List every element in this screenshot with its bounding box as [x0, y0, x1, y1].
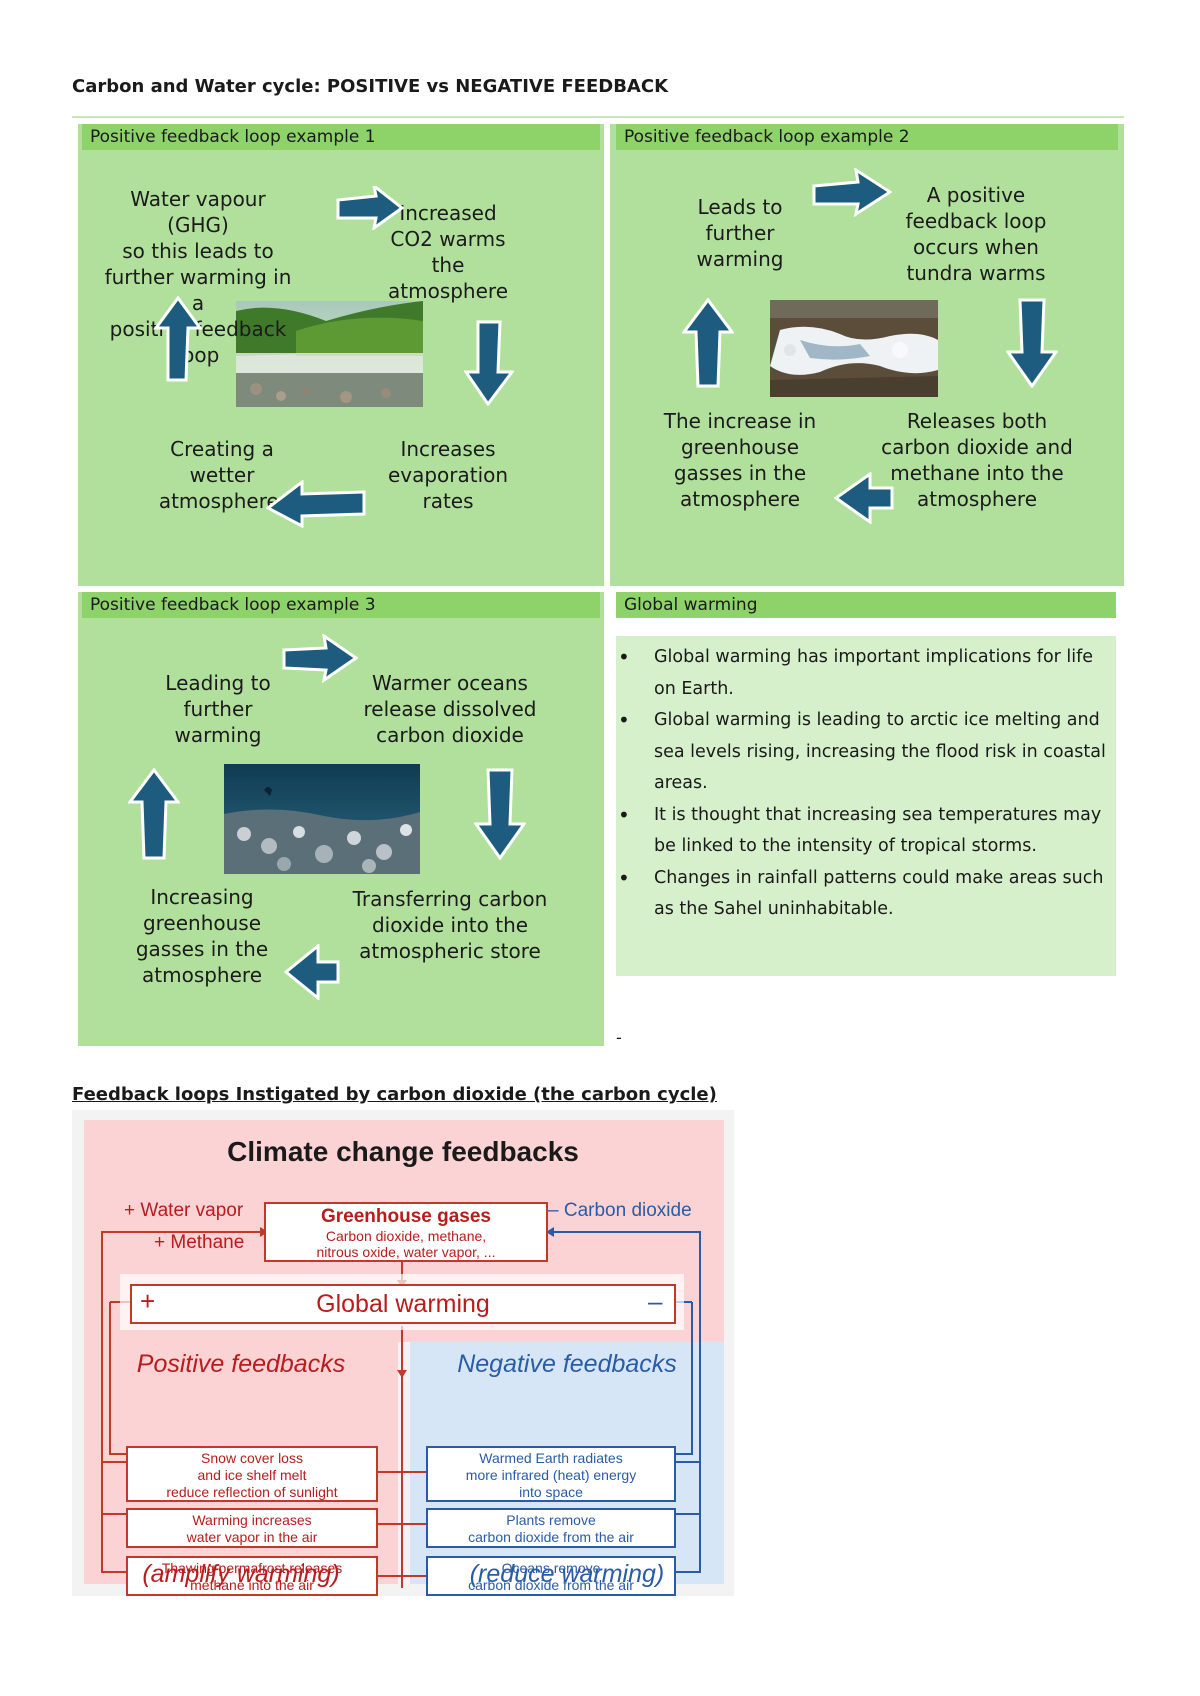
ex2-arrow-up-icon: [682, 298, 734, 388]
global-warming-box: Global warming: [130, 1284, 676, 1324]
neg-feedback-oceans: Oceans remove carbon dioxide from the ai…: [426, 1556, 676, 1596]
panel-global-warming: Global warming Global warming has import…: [616, 592, 1116, 988]
plus-water-vapor-label: + Water vapor: [124, 1200, 244, 1221]
global-warming-heading: Global warming: [616, 592, 1116, 618]
ex1-arrow-right-icon: [336, 186, 405, 230]
reduce-warming-footer: (reduce warming): [469, 1560, 665, 1588]
ex1-arrow-down-icon: [464, 320, 514, 406]
minus-carbon-dioxide-label: – Carbon dioxide: [548, 1200, 692, 1221]
trailing-dash: -: [616, 1028, 622, 1047]
ex1-arrow-left-icon: [266, 480, 366, 528]
ex2-top-left-text: Leads to further warming: [696, 195, 784, 271]
ex1-arrow-up-icon: [153, 296, 202, 382]
ex2-top-right-text: A positive feedback loop occurs when tun…: [905, 183, 1047, 285]
ex3-arrow-left-icon: [284, 944, 340, 1000]
tundra-photo: [770, 300, 938, 397]
ex2-bottom-right-text: Releases both carbon dioxide and methane…: [881, 409, 1073, 511]
document-title: Carbon and Water cycle: POSITIVE vs NEGA…: [72, 76, 669, 97]
ex2-arrow-left-icon: [834, 472, 894, 524]
panel-example-1: Positive feedback loop example 1 Water v…: [78, 124, 604, 586]
negative-feedbacks-title: Negative feedbacks: [457, 1350, 677, 1378]
panel-example-3-heading: Positive feedback loop example 3: [82, 592, 600, 618]
ex3-top-right-text: Warmer oceans release dissolved carbon d…: [363, 671, 537, 747]
pos-feedback-snow-loss: Snow cover loss and ice shelf melt reduc…: [126, 1446, 378, 1502]
diagram-title: Climate change feedbacks: [227, 1136, 579, 1167]
panel-example-1-heading: Positive feedback loop example 1: [82, 124, 600, 150]
section2-title: Feedback loops Instigated by carbon diox…: [72, 1084, 717, 1105]
gw-bullet-3: It is thought that increasing sea temper…: [616, 800, 1110, 863]
positive-feedbacks-title: Positive feedbacks: [136, 1350, 346, 1378]
ex3-arrow-down-icon: [474, 768, 526, 860]
global-warming-minus: –: [648, 1286, 663, 1316]
pos-feedback-permafrost: Thawing permafrost releases methane into…: [126, 1556, 378, 1596]
ex2-bottom-left-text: The increase in greenhouse gasses in the…: [663, 409, 817, 511]
neg-feedback-infrared: Warmed Earth radiates more infrared (hea…: [426, 1446, 676, 1502]
pos-feedback-water-vapor: Warming increases water vapor in the air: [126, 1508, 378, 1548]
ex3-bottom-left-text: Increasing greenhouse gasses in the atmo…: [135, 885, 269, 987]
ocean-photo: [224, 764, 420, 874]
panel-example-3: Positive feedback loop example 3 Leading…: [78, 592, 604, 1046]
ex3-bottom-right-text: Transferring carbon dioxide into the atm…: [352, 887, 548, 963]
greenhouse-gases-sub: Carbon dioxide, methane, nitrous oxide, …: [316, 1228, 496, 1260]
lake-photo: [236, 301, 423, 407]
ex1-bottom-right-text: Increases evaporation rates: [387, 437, 509, 513]
global-warming-box: Global warming has important implication…: [616, 636, 1116, 976]
gw-bullet-4: Changes in rainfall patterns could make …: [616, 863, 1110, 926]
neg-feedback-plants: Plants remove carbon dioxide from the ai…: [426, 1508, 676, 1548]
ex3-top-left-text: Leading to further warming: [165, 671, 271, 747]
ex2-arrow-right-icon: [812, 168, 892, 218]
ex3-arrow-right-icon: [282, 634, 358, 684]
greenhouse-gases-box: Greenhouse gases Carbon dioxide, methane…: [264, 1202, 548, 1262]
ex1-top-right-text: Increased CO2 warms the atmosphere: [388, 201, 508, 303]
global-warming-plus: +: [140, 1286, 156, 1316]
amplify-warming-footer: (amplify warming): [142, 1560, 340, 1588]
greenhouse-gases-title: Greenhouse gases: [320, 1206, 492, 1227]
panel-example-2-heading: Positive feedback loop example 2: [616, 124, 1118, 150]
global-warming-label: Global warming: [316, 1290, 490, 1318]
ex3-arrow-up-icon: [128, 768, 180, 860]
global-warming-list: Global warming has important implication…: [616, 642, 1110, 926]
gw-bullet-2: Global warming is leading to arctic ice …: [616, 705, 1110, 800]
gw-bullet-1: Global warming has important implication…: [616, 642, 1110, 705]
ex2-arrow-down-icon: [1006, 298, 1058, 388]
climate-feedbacks-diagram: Climate change feedbacks + Water vapor +…: [72, 1110, 734, 1596]
ex1-bottom-left-text: Creating a wetter atmosphere.: [158, 437, 286, 513]
plus-methane-label: + Methane: [154, 1232, 245, 1253]
title-divider: [72, 116, 1124, 118]
panel-example-2: Positive feedback loop example 2 Leads t…: [610, 124, 1124, 586]
